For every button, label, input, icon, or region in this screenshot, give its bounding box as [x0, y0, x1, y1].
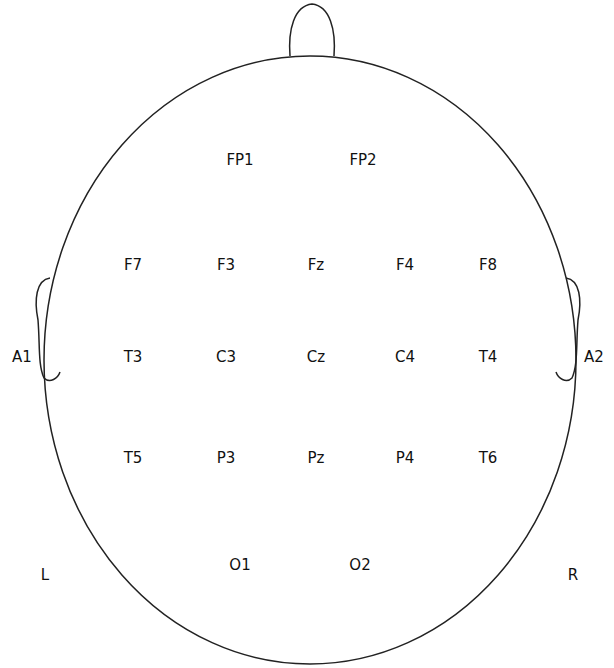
electrode-label: A1	[12, 350, 32, 365]
electrode-label: F3	[217, 258, 235, 273]
electrode-label: T3	[124, 350, 143, 365]
electrode-label: Fz	[308, 258, 325, 273]
electrode-label: F7	[124, 258, 142, 273]
electrode-label: C4	[395, 350, 415, 365]
nose-outline	[290, 4, 335, 56]
left-ear-outline	[36, 278, 60, 380]
electrode-label: F8	[479, 258, 497, 273]
electrode-label: R	[568, 568, 578, 583]
electrode-label: O1	[229, 558, 250, 573]
electrode-label: Cz	[307, 350, 325, 365]
electrode-label: P4	[396, 451, 415, 466]
electrode-label: C3	[216, 350, 236, 365]
electrode-label: FP1	[226, 153, 253, 168]
electrode-label: F4	[396, 258, 414, 273]
electrode-label: Pz	[308, 451, 325, 466]
electrode-label: O2	[349, 558, 370, 573]
electrode-label: L	[41, 568, 49, 583]
electrode-label: FP2	[349, 153, 376, 168]
electrode-label: T4	[479, 350, 498, 365]
head-ellipse	[44, 56, 576, 664]
electrode-label: A2	[584, 350, 604, 365]
electrode-label: T6	[479, 451, 498, 466]
electrode-label: T5	[124, 451, 143, 466]
electrode-label: P3	[217, 451, 236, 466]
